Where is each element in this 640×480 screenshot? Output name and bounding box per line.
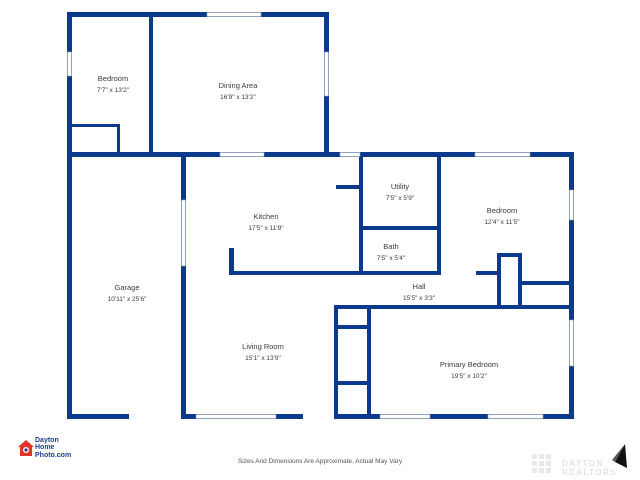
room-bath: Bath 7'5" x 5'4" (377, 242, 406, 262)
windows-doors (67, 12, 574, 419)
room-primary: Primary Bedroom 19'5" x 10'2" (440, 360, 498, 380)
dayton-home-photo-logo: Dayton Home Photo.com (17, 437, 97, 459)
room-bedroom-small: Bedroom 7'7" x 13'2" (97, 74, 130, 94)
room-garage: Garage 10'11" x 25'6" (108, 283, 147, 303)
footer-note: Sizes And Dimensions Are Approximate. Ac… (237, 458, 403, 465)
room-dims: 7'5" x 5'9" (386, 195, 415, 202)
room-dims: 10'11" x 25'6" (108, 296, 147, 303)
walls (67, 12, 574, 419)
logo-line3: Photo.com (35, 451, 72, 459)
room-name: Bath (383, 242, 398, 251)
room-name: Utility (391, 182, 410, 191)
logo-line2: Home (35, 444, 55, 452)
room-name: Dining Area (219, 81, 259, 90)
north-arrow-icon (612, 444, 627, 468)
watermark: DAYTON REALTORS (530, 452, 635, 477)
room-dims: 12'4" x 11'5" (484, 219, 520, 226)
room-utility: Utility 7'5" x 5'9" (386, 182, 415, 202)
room-name: Kitchen (253, 212, 278, 221)
room-name: Primary Bedroom (440, 360, 498, 369)
room-dims: 7'5" x 5'4" (377, 255, 406, 262)
room-living: Living Room 15'1" x 13'9" (242, 342, 284, 362)
room-name: Hall (413, 282, 426, 291)
logo-line1: Dayton (35, 437, 59, 444)
room-dims: 17'5" x 11'9" (248, 225, 284, 232)
room-name: Garage (114, 283, 139, 292)
room-dims: 15'5" x 3'3" (403, 295, 436, 302)
room-hall: Hall 15'5" x 3'3" (403, 282, 436, 302)
room-dims: 7'7" x 13'2" (97, 87, 130, 94)
room-dims: 15'1" x 13'9" (245, 355, 281, 362)
house-icon (18, 440, 34, 456)
room-name: Bedroom (487, 206, 517, 215)
room-dims: 16'9" x 13'2" (220, 94, 256, 101)
watermark-grid-icon (532, 454, 551, 473)
room-kitchen: Kitchen 17'5" x 11'9" (248, 212, 284, 232)
room-name: Bedroom (98, 74, 128, 83)
watermark-text: DAYTON REALTORS (562, 459, 618, 477)
room-dims: 19'5" x 10'2" (451, 373, 487, 380)
room-name: Living Room (242, 342, 284, 351)
room-dining: Dining Area 16'9" x 13'2" (219, 81, 259, 101)
room-bedroom-right: Bedroom 12'4" x 11'5" (484, 206, 520, 226)
